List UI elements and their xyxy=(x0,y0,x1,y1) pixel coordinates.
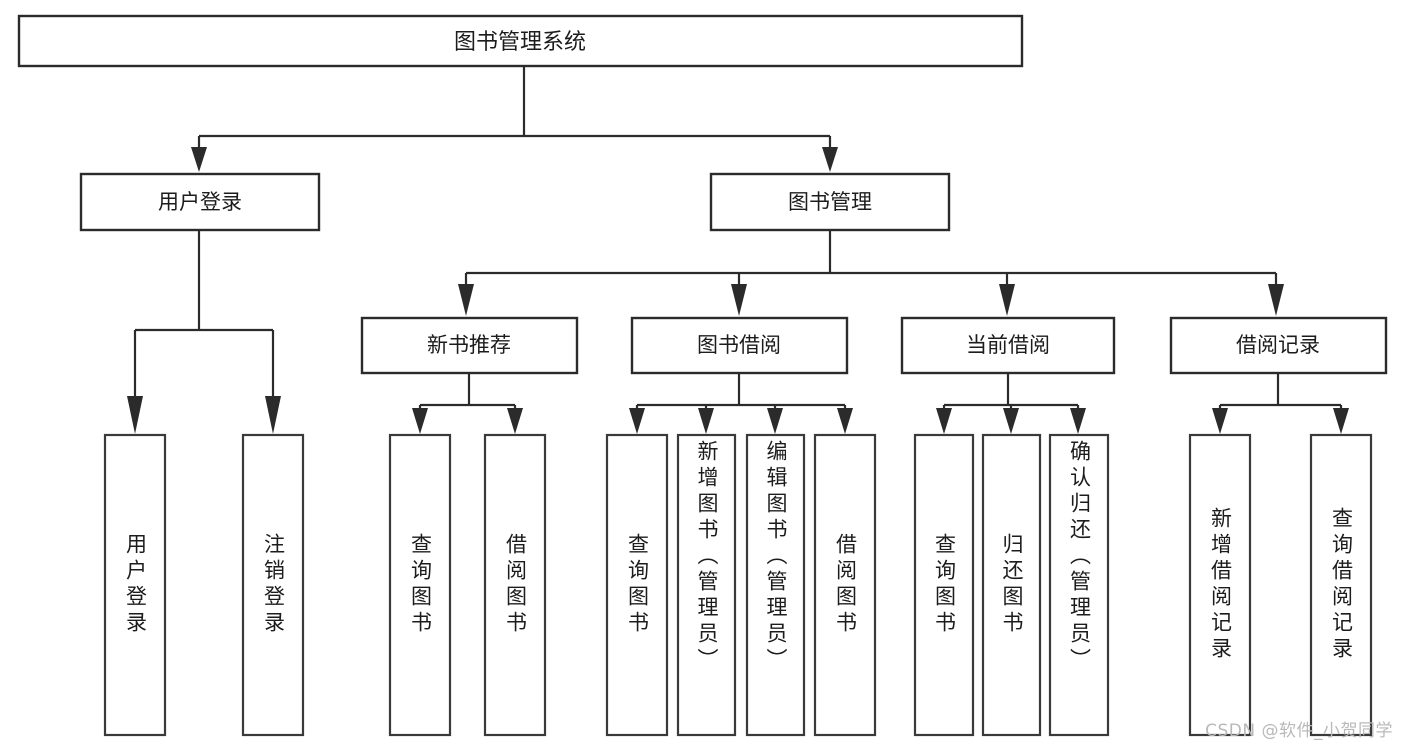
arrow-head-borrow-record xyxy=(1268,284,1284,316)
node-leaf-query-book-1-box[interactable] xyxy=(388,433,452,737)
node-book-borrow-box xyxy=(630,316,849,375)
arrow-head-current-borrow xyxy=(999,284,1015,316)
node-book-borrow[interactable]: 图书借阅 xyxy=(630,316,849,375)
arrow-head-user-login xyxy=(191,147,207,172)
node-leaf-query-record-box[interactable] xyxy=(1309,433,1373,737)
arrow-head-leaf-edit-book xyxy=(767,408,783,434)
arrow-head-leaf-confirm-return xyxy=(1070,408,1086,434)
arrow-head-leaf-query-record xyxy=(1333,408,1349,434)
arrow-head-leaf-logout-login xyxy=(265,396,281,434)
arrow-head-leaf-borrow-book-2 xyxy=(837,408,853,434)
node-book-manage[interactable]: 图书管理 xyxy=(709,172,951,232)
arrow-head-leaf-add-record xyxy=(1212,408,1228,434)
arrow-head-leaf-add-book xyxy=(698,408,714,434)
node-leaf-borrow-book-1-box[interactable] xyxy=(483,433,547,737)
node-new-book-recommend[interactable]: 新书推荐 xyxy=(360,316,579,375)
arrow-head-leaf-user-login xyxy=(127,396,143,434)
node-leaf-edit-book-box[interactable] xyxy=(745,433,806,737)
node-leaf-user-login-box[interactable] xyxy=(103,433,167,737)
watermark-text: CSDN @软件_小贺同学 xyxy=(1205,721,1393,741)
node-book-manage-label: 图书管理 xyxy=(788,190,872,214)
arrow-head-leaf-query-book-2 xyxy=(629,408,645,434)
node-current-borrow-label: 当前借阅 xyxy=(966,333,1050,357)
node-leaf-query-book-3-box[interactable] xyxy=(913,433,975,737)
node-root-box xyxy=(17,14,1024,68)
node-leaf-return-book-box[interactable] xyxy=(981,433,1042,737)
arrow-head-leaf-borrow-book-1 xyxy=(507,408,523,434)
node-borrow-record[interactable]: 借阅记录 xyxy=(1169,316,1388,375)
node-borrow-record-label: 借阅记录 xyxy=(1236,333,1320,357)
node-current-borrow-box xyxy=(900,316,1116,375)
node-leaf-borrow-book-2-box[interactable] xyxy=(813,433,877,737)
node-current-borrow[interactable]: 当前借阅 xyxy=(900,316,1116,375)
arrow-head-leaf-return-book xyxy=(1003,408,1019,434)
node-book-manage-box xyxy=(709,172,951,232)
node-user-login-label: 用户登录 xyxy=(158,190,242,214)
node-book-borrow-label: 图书借阅 xyxy=(697,333,781,357)
arrow-head-leaf-query-book-1 xyxy=(412,408,428,434)
node-new-book-recommend-box xyxy=(360,316,579,375)
node-root[interactable]: 图书管理系统 xyxy=(17,14,1024,68)
node-leaf-add-record-box[interactable] xyxy=(1188,433,1252,737)
arrow-head-book-borrow xyxy=(731,284,747,316)
node-leaf-query-book-2-box[interactable] xyxy=(605,433,669,737)
arrow-head-leaf-query-book-3 xyxy=(936,408,952,434)
node-new-book-recommend-label: 新书推荐 xyxy=(427,333,511,357)
node-user-login[interactable]: 用户登录 xyxy=(79,172,321,232)
node-root-label: 图书管理系统 xyxy=(454,30,586,55)
node-borrow-record-box xyxy=(1169,316,1388,375)
node-leaf-confirm-return-box[interactable] xyxy=(1048,433,1110,737)
node-leaf-logout-login-box[interactable] xyxy=(241,433,305,737)
node-leaf-add-book-box[interactable] xyxy=(676,433,737,737)
arrow-head-book-manage xyxy=(822,147,838,172)
arrow-head-new-book-recommend xyxy=(458,284,474,316)
